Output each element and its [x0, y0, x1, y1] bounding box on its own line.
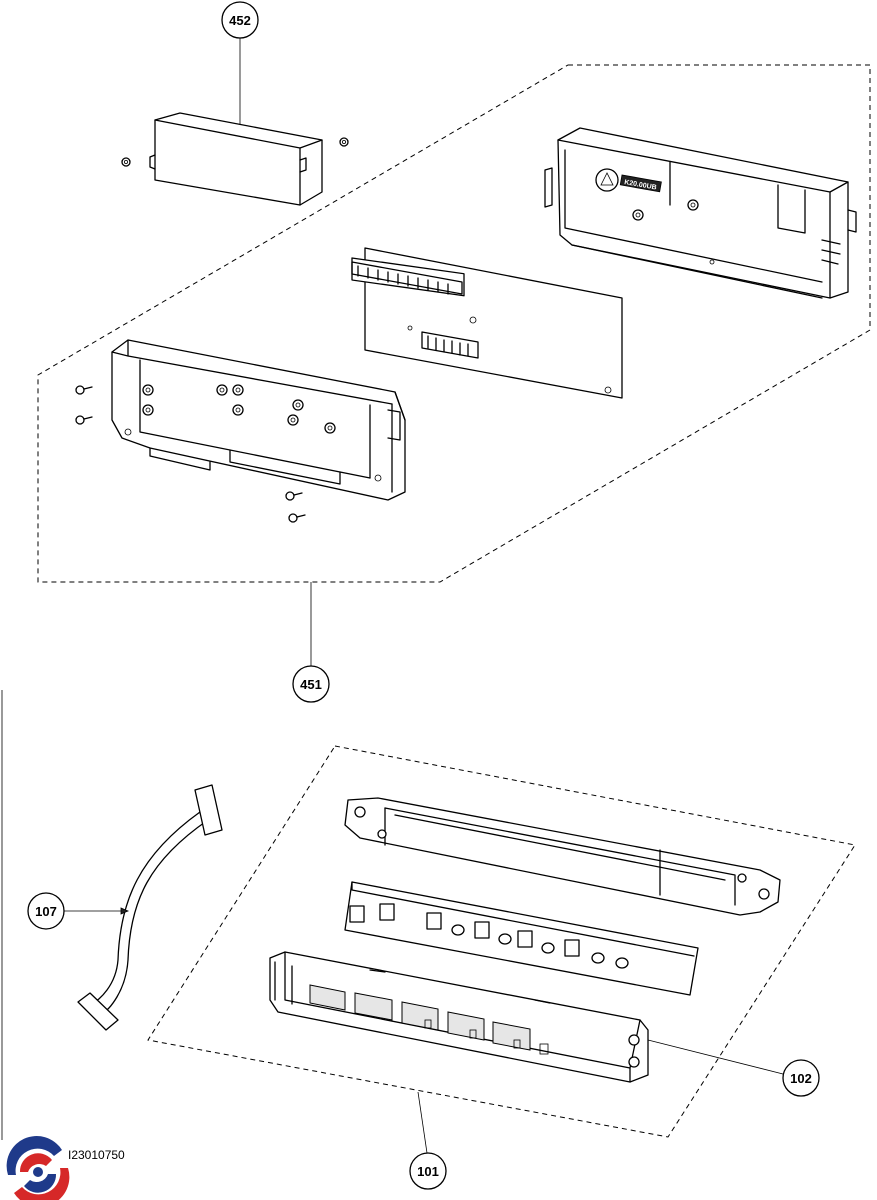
screw — [75, 415, 93, 425]
brand-logo — [6, 1135, 70, 1200]
leader-107-arrow — [120, 907, 130, 915]
callout-101: 101 — [409, 1152, 447, 1190]
leader-101 — [417, 1091, 428, 1154]
group-451-boundary — [37, 64, 871, 583]
key-pcb — [344, 881, 699, 996]
group-101-boundary — [147, 745, 856, 1138]
pcb-board — [351, 247, 623, 399]
reference-code: I23010750 — [68, 1148, 125, 1162]
callout-102: 102 — [782, 1059, 820, 1097]
svg-text:101: 101 — [417, 1164, 439, 1179]
svg-text:102: 102 — [790, 1071, 812, 1086]
part-107-cable — [77, 784, 223, 1031]
part-452-transformer — [121, 112, 349, 206]
screw — [285, 491, 303, 501]
svg-text:451: 451 — [300, 677, 322, 692]
svg-text:107: 107 — [35, 904, 57, 919]
callout-451: 451 — [292, 665, 330, 703]
screw — [288, 513, 306, 523]
callout-107: 107 — [27, 892, 65, 930]
screw — [75, 385, 93, 395]
front-panel — [269, 951, 649, 1083]
button-frame — [344, 797, 781, 916]
svg-text:452: 452 — [229, 13, 251, 28]
front-housing — [75, 339, 406, 523]
leader-102 — [647, 1039, 784, 1075]
callout-452: 452 — [221, 1, 259, 39]
rear-housing: K20.00UB — [544, 127, 857, 299]
